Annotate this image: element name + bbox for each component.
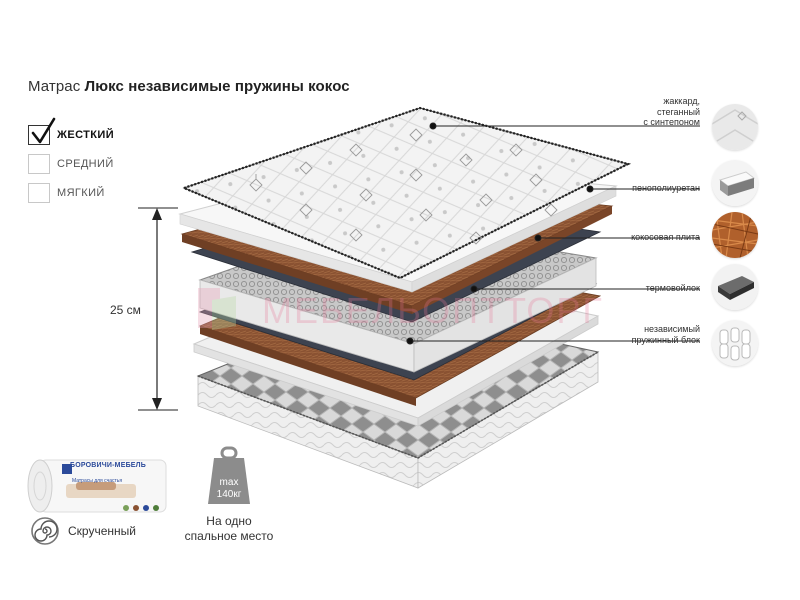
checkmark-icon [31,117,56,144]
felt-swatch-icon [712,264,758,310]
springs-swatch-icon [712,320,758,366]
firmness-list: ЖЕСТКИЙ СРЕДНИЙ МЯГКИЙ [28,117,114,211]
firmness-label-medium: СРЕДНИЙ [57,158,114,170]
layer-label-springs: независимый пружинный блок [631,324,700,345]
rolled-label: Скрученный [68,524,136,538]
layer-label-jacquard: жаккард, стеганный с синтепоном [643,96,700,127]
watermark-logo [198,288,236,330]
max-load-caption-line1: На одно [206,514,252,528]
layer-jacquard-cover [180,106,632,280]
title-name: Люкс независимые пружины кокос [84,78,350,95]
max-load-caption: На одно спальное место [180,514,278,544]
title-prefix: Матрас [28,78,85,95]
jacquard-swatch-icon [712,104,758,150]
firmness-checkbox-soft[interactable] [28,183,50,203]
layer-label-foam: пенополиуретан [632,183,700,193]
rolled-spiral-icon [31,517,59,545]
coconut-swatch-icon [712,212,758,258]
firmness-option-hard[interactable]: ЖЕСТКИЙ [28,117,114,146]
foam-swatch-icon [712,160,758,206]
height-label: 25 см [110,303,141,317]
rolled-subtitle: Матрасы для счастья [72,478,123,484]
product-title: Матрас Люкс независимые пружины кокос [28,78,350,95]
firmness-label-hard: ЖЕСТКИЙ [57,129,114,141]
callout-lines [406,122,700,345]
max-load-value: 140кг [216,489,242,500]
firmness-option-medium[interactable]: СРЕДНИЙ [28,153,114,175]
firmness-checkbox-hard[interactable] [28,117,56,145]
max-load-top: max [219,477,239,488]
layer-label-felt: термовойлок [645,283,700,293]
firmness-label-soft: МЯГКИЙ [57,187,105,199]
weight-icon [208,446,250,504]
max-load-caption-line2: спальное место [184,529,274,543]
layer-label-coconut: кокосовая плита [631,232,700,242]
firmness-option-soft[interactable]: МЯГКИЙ [28,182,114,204]
rolled-mattress-image [27,459,167,513]
watermark-text: МЕБЕЛЬОПТТОРГ [262,290,604,331]
firmness-checkbox-medium[interactable] [28,154,50,174]
height-dimension [138,207,178,411]
max-load-badge: max 140кг [206,477,252,501]
rolled-brand: БОРОВИЧИ-МЕБЕЛЬ [70,462,147,469]
